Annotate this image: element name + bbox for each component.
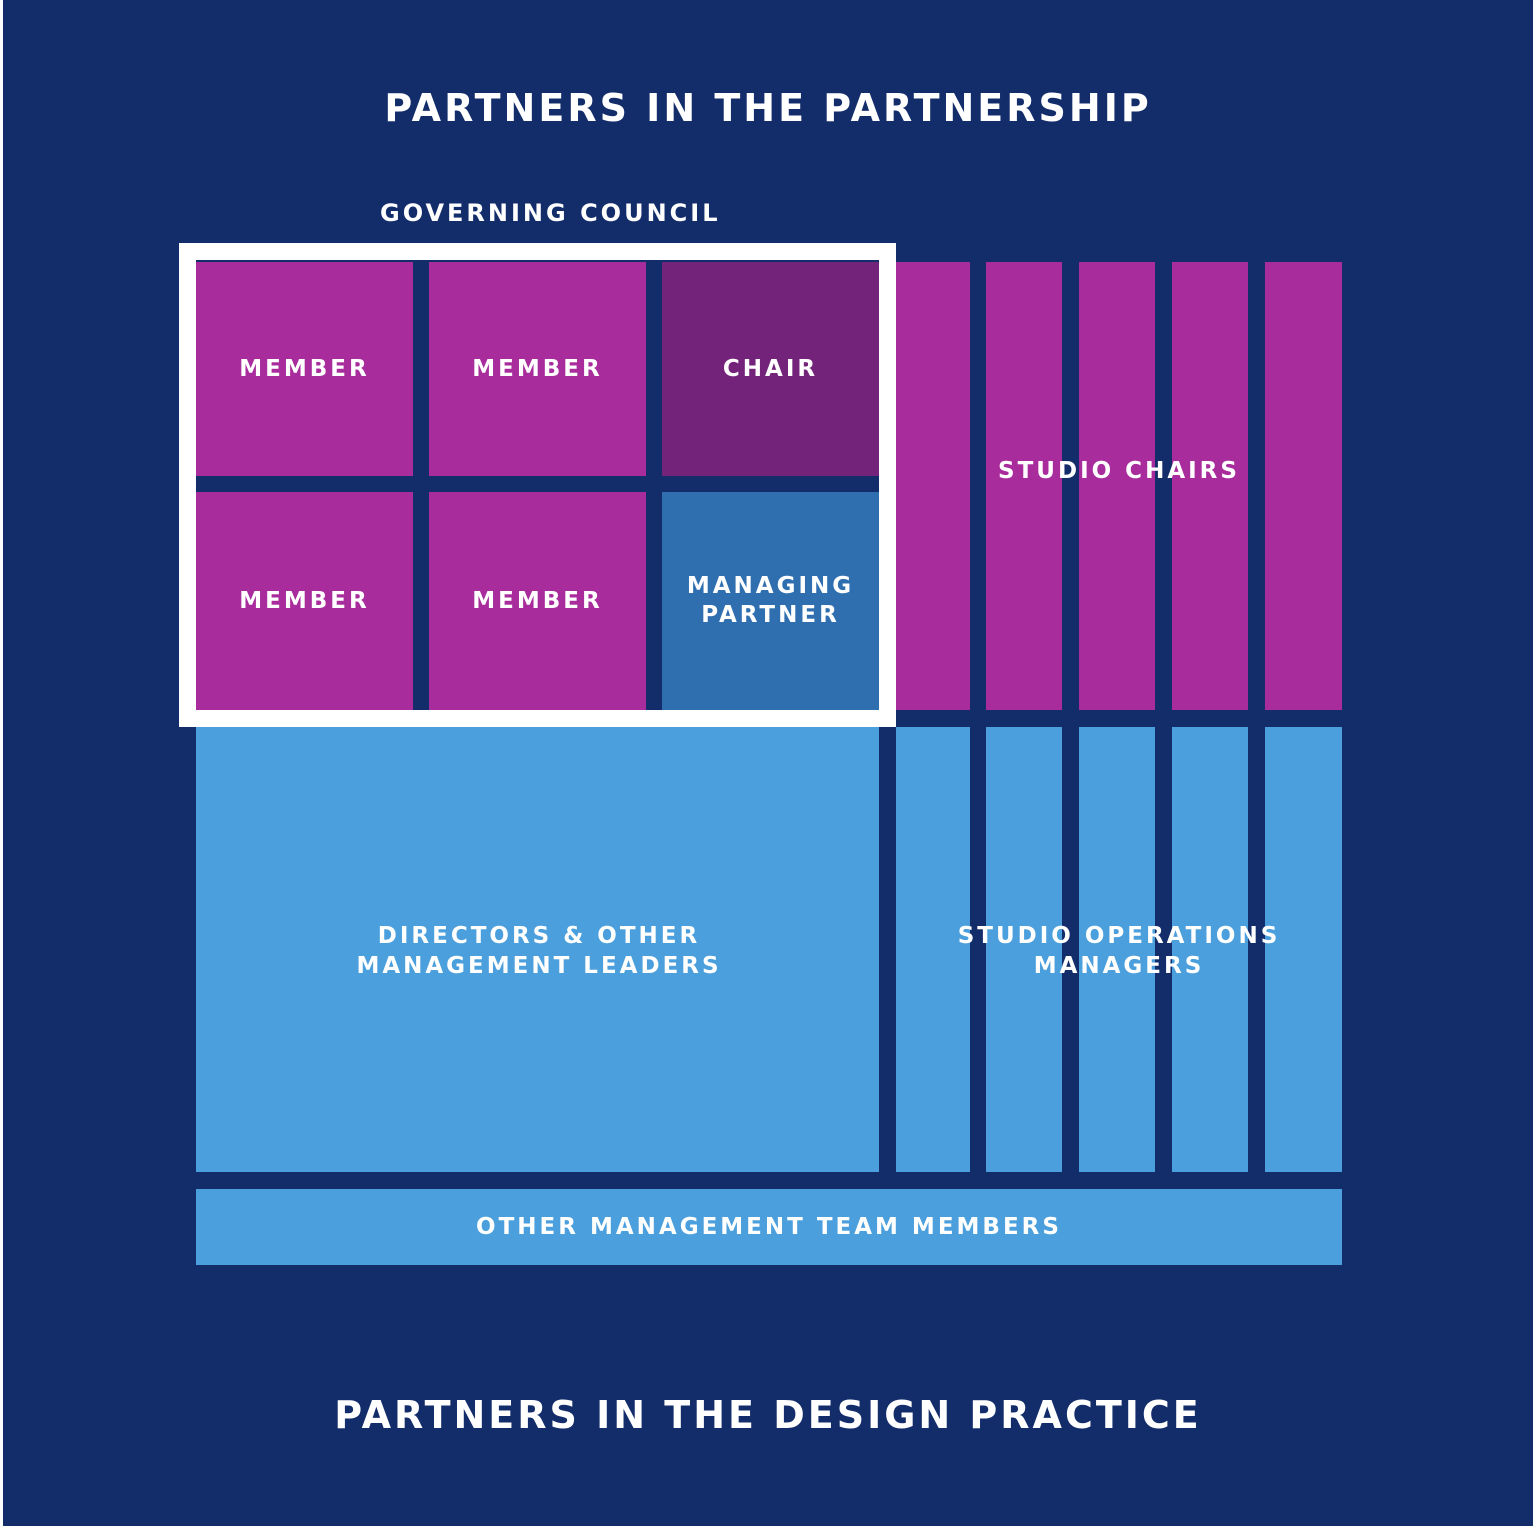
studio-ops-column xyxy=(1265,727,1342,1172)
studio-chair-column xyxy=(1265,262,1342,710)
studio-operations-label-line2: MANAGERS xyxy=(1033,952,1205,979)
council-member-label: MEMBER xyxy=(472,587,603,614)
title-partners-in-design-practice: PARTNERS IN THE DESIGN PRACTICE xyxy=(334,1393,1202,1437)
diagram-canvas: PARTNERS IN THE PARTNERSHIP GOVERNING CO… xyxy=(3,0,1533,1526)
council-member-label: MEMBER xyxy=(239,355,370,382)
studio-ops-column xyxy=(896,727,970,1172)
council-member-block: MEMBER xyxy=(196,262,413,476)
council-member-block: MEMBER xyxy=(429,492,646,710)
studio-operations-label: STUDIO OPERATIONS MANAGERS xyxy=(896,922,1342,982)
managing-partner-block: MANAGING PARTNER xyxy=(662,492,879,710)
studio-chair-column xyxy=(1172,262,1248,710)
studio-chair-column xyxy=(986,262,1062,710)
council-member-label: MEMBER xyxy=(472,355,603,382)
studio-ops-column xyxy=(1172,727,1248,1172)
council-chair-label: CHAIR xyxy=(722,355,819,382)
title-partners-in-partnership: PARTNERS IN THE PARTNERSHIP xyxy=(384,86,1152,130)
council-member-block: MEMBER xyxy=(429,262,646,476)
council-chair-block: CHAIR xyxy=(662,262,879,476)
other-management-label: OTHER MANAGEMENT TEAM MEMBERS xyxy=(476,1213,1062,1240)
governing-council-label: GOVERNING COUNCIL xyxy=(380,199,721,227)
studio-chair-column xyxy=(1079,262,1155,710)
council-member-block: MEMBER xyxy=(196,492,413,710)
directors-label: DIRECTORS & OTHER MANAGEMENT LEADERS xyxy=(199,922,879,982)
directors-label-line2: MANAGEMENT LEADERS xyxy=(356,952,722,979)
council-member-label: MEMBER xyxy=(239,587,370,614)
managing-partner-label: MANAGING PARTNER xyxy=(686,573,855,628)
studio-ops-column xyxy=(986,727,1062,1172)
studio-chairs-label: STUDIO CHAIRS xyxy=(998,458,1240,484)
studio-operations-label-line1: STUDIO OPERATIONS xyxy=(957,923,1281,949)
directors-label-line1: DIRECTORS & OTHER xyxy=(377,923,701,949)
other-management-bar: OTHER MANAGEMENT TEAM MEMBERS xyxy=(196,1189,1342,1265)
studio-chair-column xyxy=(896,262,970,710)
directors-block xyxy=(196,727,879,1172)
studio-ops-column xyxy=(1079,727,1155,1172)
